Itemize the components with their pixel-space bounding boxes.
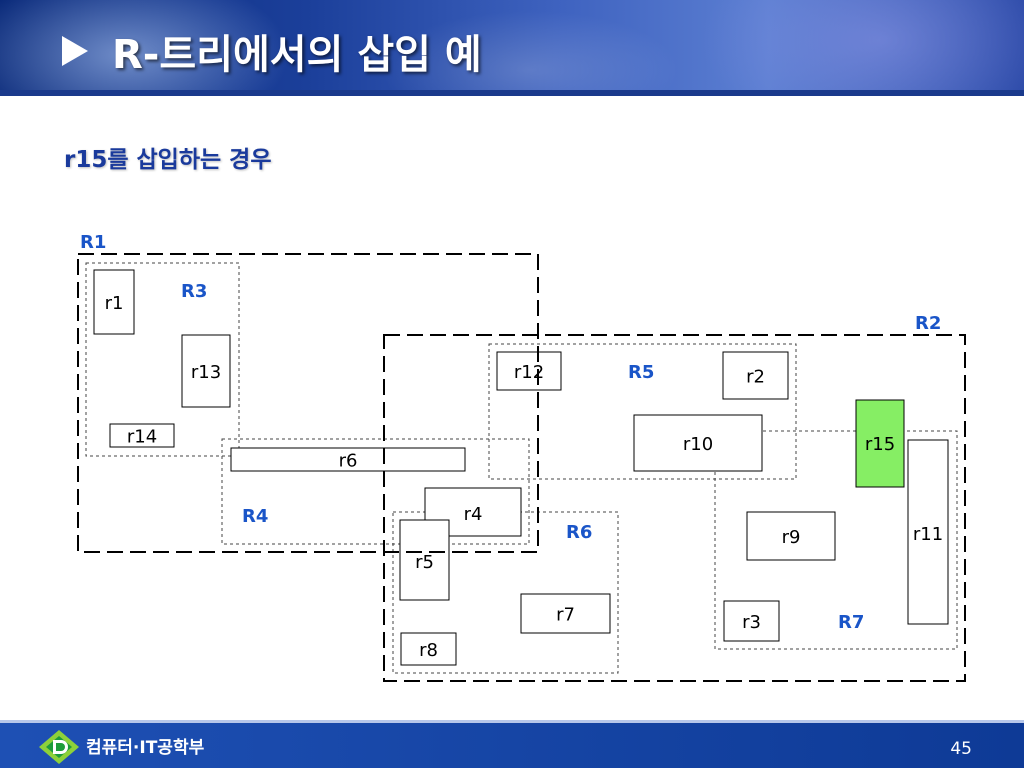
node-label-r1: R1 <box>80 232 106 253</box>
node-box-r3 <box>85 262 240 457</box>
rect-label-r7: r7 <box>556 605 575 626</box>
slide-header: R-트리에서의 삽입 예 <box>0 0 1024 96</box>
node-box-r7 <box>714 430 958 650</box>
title-bullet-icon <box>62 36 88 66</box>
data-rect-r15 <box>855 399 905 488</box>
node-label-r4: R4 <box>242 506 268 527</box>
data-rect-r14 <box>109 423 175 448</box>
page-number: 45 <box>950 739 972 759</box>
rect-label-r12: r12 <box>514 362 544 383</box>
rect-label-r10: r10 <box>683 434 713 455</box>
data-rect-r2 <box>722 351 789 400</box>
header-glow <box>700 0 1024 90</box>
rect-label-r1: r1 <box>105 293 124 314</box>
node-box-r1 <box>77 253 539 553</box>
node-label-r2: R2 <box>915 313 941 334</box>
rect-label-r8: r8 <box>419 640 438 661</box>
data-rect-r11 <box>907 439 949 625</box>
node-label-r6: R6 <box>566 522 592 543</box>
data-rect-r13 <box>181 334 231 408</box>
slide-title: R-트리에서의 삽입 예 <box>112 32 482 78</box>
data-rect-r3 <box>723 600 780 642</box>
node-label-r5: R5 <box>628 362 654 383</box>
header-glow <box>0 0 290 90</box>
data-rect-r1 <box>93 269 135 335</box>
node-box-r4 <box>221 438 530 545</box>
rect-label-r15: r15 <box>865 434 895 455</box>
rect-label-r14: r14 <box>127 427 157 448</box>
data-rect-r9 <box>746 511 836 561</box>
data-rect-r8 <box>400 632 457 666</box>
node-box-r2 <box>383 334 966 682</box>
node-box-r5 <box>488 343 797 480</box>
data-rect-r6 <box>230 447 466 472</box>
node-label-r3: R3 <box>181 281 207 302</box>
rect-label-r9: r9 <box>782 527 801 548</box>
node-box-r6 <box>392 511 619 674</box>
data-rect-r5 <box>399 519 450 601</box>
rect-label-r2: r2 <box>746 367 765 388</box>
rect-label-r6: r6 <box>339 451 358 472</box>
data-rect-r7 <box>520 593 611 634</box>
data-rect-r10 <box>633 414 763 472</box>
rect-label-r3: r3 <box>742 612 761 633</box>
rect-label-r13: r13 <box>191 362 221 383</box>
data-rect-r12 <box>496 351 562 391</box>
node-label-r7: R7 <box>838 612 864 633</box>
slide-subtitle: r15를 삽입하는 경우 <box>64 147 272 173</box>
rect-label-r11: r11 <box>913 524 943 545</box>
rect-label-r5: r5 <box>415 552 434 573</box>
department-name: 컴퓨터·IT공학부 <box>86 738 205 758</box>
department-logo-icon <box>39 730 79 764</box>
rect-label-r4: r4 <box>464 504 483 525</box>
slide-footer: 컴퓨터·IT공학부 45 <box>0 720 1024 768</box>
